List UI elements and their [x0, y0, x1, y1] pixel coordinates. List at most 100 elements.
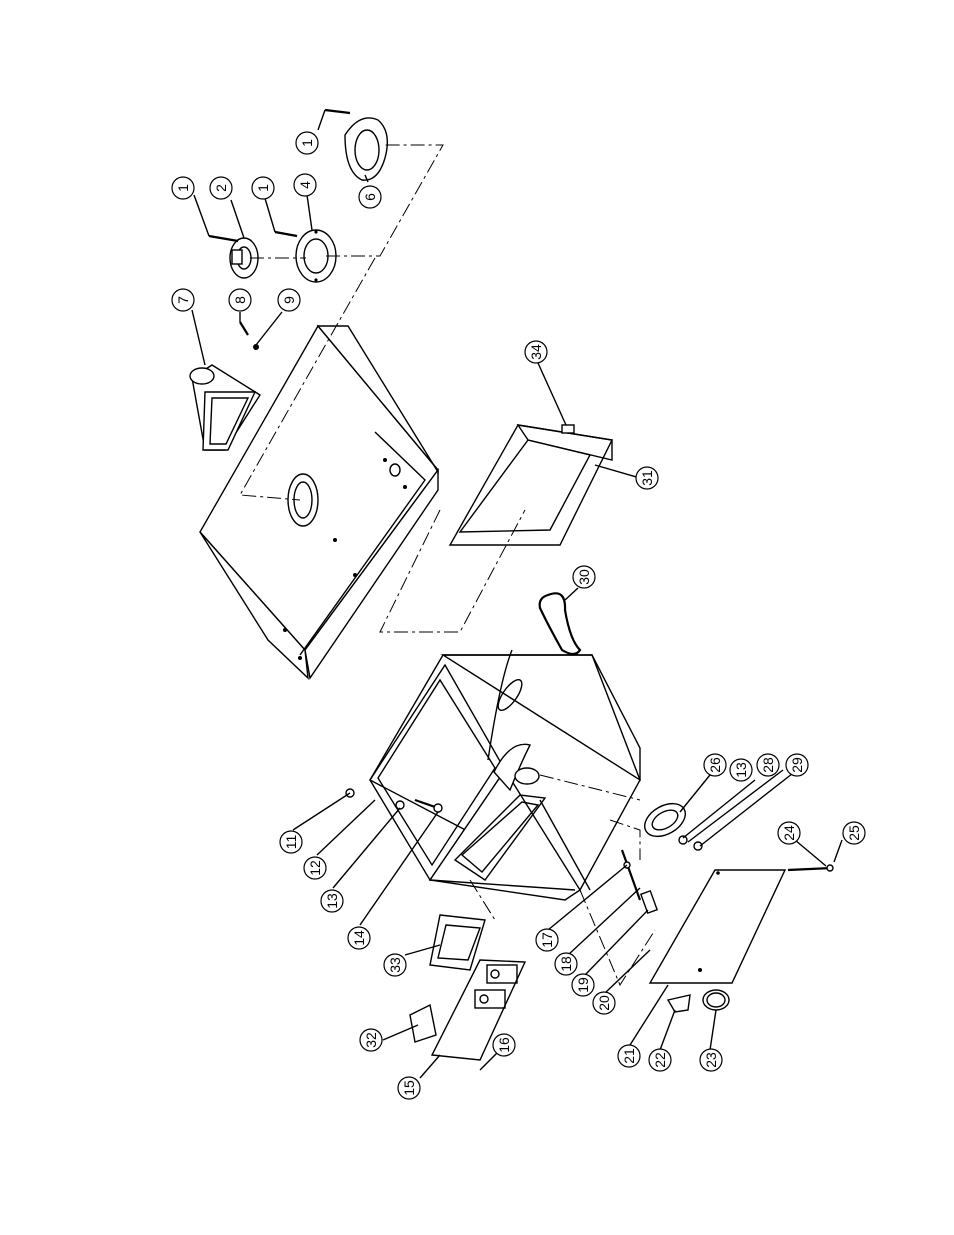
callout-circle	[617, 1044, 641, 1068]
callout-c15: 15	[397, 1076, 421, 1100]
callout-c1c: 1	[295, 131, 319, 155]
callout-label: 32	[363, 1032, 379, 1048]
callout-c9: 9	[277, 288, 301, 312]
callout-label: 22	[652, 1052, 668, 1068]
callout-circle	[383, 953, 407, 977]
cabinet-body	[369, 649, 641, 901]
callout-label: 34	[528, 344, 544, 360]
callout-circle	[293, 173, 317, 197]
callout-c21: 21	[617, 1044, 641, 1068]
callout-label: 24	[781, 825, 797, 841]
callout-label: 1	[175, 184, 191, 192]
large-flange	[295, 229, 337, 283]
callout-circle	[295, 131, 319, 155]
switch-panel	[430, 959, 527, 1061]
callout-circle	[279, 830, 303, 854]
callout-label: 28	[760, 757, 776, 773]
drive-belt	[538, 592, 582, 656]
callout-c13a: 13	[320, 889, 344, 913]
callout-circle	[347, 926, 371, 950]
callout-label: 19	[575, 977, 591, 993]
callout-label: 23	[703, 1052, 719, 1068]
left-fasteners	[345, 788, 443, 813]
callout-c29: 29	[785, 753, 809, 777]
callout-circle	[171, 288, 195, 312]
round-port-plate	[344, 117, 388, 181]
callout-c2: 2	[209, 176, 233, 200]
callout-label: 6	[362, 193, 378, 201]
callout-circle	[729, 758, 753, 782]
callout-label: 26	[707, 757, 723, 773]
callout-circle	[756, 753, 780, 777]
motor-pulley	[644, 802, 703, 851]
callout-c31: 31	[635, 466, 659, 490]
callout-label: 13	[733, 762, 749, 778]
callout-label: 16	[496, 1037, 512, 1053]
callout-circle	[228, 288, 252, 312]
callout-circle	[397, 1076, 421, 1100]
callout-circle	[572, 565, 596, 589]
callout-circle	[359, 1028, 383, 1052]
callout-label: 8	[232, 296, 248, 304]
callout-label: 4	[297, 181, 313, 189]
callout-circle	[842, 821, 866, 845]
callout-circle	[251, 176, 275, 200]
top-cover-panel	[199, 324, 439, 680]
callout-c26: 26	[703, 753, 727, 777]
callout-c11: 11	[279, 830, 303, 854]
callout-c30: 30	[572, 565, 596, 589]
callout-circle	[358, 185, 382, 209]
callout-circle	[524, 340, 548, 364]
callout-label: 7	[175, 296, 191, 304]
callout-circle	[699, 1048, 723, 1072]
callout-c7: 7	[171, 288, 195, 312]
callout-circle	[635, 466, 659, 490]
callout-c23: 23	[699, 1048, 723, 1072]
callout-c8: 8	[228, 288, 252, 312]
callout-circle	[703, 753, 727, 777]
callout-label: 14	[351, 930, 367, 946]
callout-c13b: 13	[729, 758, 753, 782]
callout-c22: 22	[648, 1048, 672, 1072]
callout-c17: 17	[535, 928, 559, 952]
callout-circle	[592, 991, 616, 1015]
callout-circle	[777, 821, 801, 845]
dust-hood	[189, 364, 261, 451]
callout-c34: 34	[524, 340, 548, 364]
callout-label: 33	[387, 957, 403, 973]
callout-c14: 14	[347, 926, 371, 950]
callout-label: 31	[639, 470, 655, 486]
callout-label: 20	[596, 995, 612, 1011]
callout-c18: 18	[554, 952, 578, 976]
callout-c16: 16	[492, 1033, 516, 1057]
screws	[208, 108, 351, 350]
callout-circle	[785, 753, 809, 777]
callout-circle	[492, 1033, 516, 1057]
callout-label: 1	[255, 184, 271, 192]
callout-circle	[171, 176, 195, 200]
callout-c1b: 1	[251, 176, 275, 200]
callout-circle	[277, 288, 301, 312]
callout-c20: 20	[592, 991, 616, 1015]
callout-label: 30	[576, 569, 592, 585]
hinge-pin	[787, 864, 834, 872]
callout-c12: 12	[303, 856, 327, 880]
assembly-lines	[239, 144, 656, 987]
control-box	[429, 914, 486, 971]
callout-label: 17	[539, 932, 555, 948]
callout-label: 25	[846, 825, 862, 841]
callout-label: 18	[558, 956, 574, 972]
switch-bracket	[409, 1003, 437, 1043]
callout-label: 29	[789, 757, 805, 773]
callout-c24: 24	[777, 821, 801, 845]
callout-c4: 4	[293, 173, 317, 197]
callout-circle	[209, 176, 233, 200]
callout-label: 15	[401, 1080, 417, 1096]
callout-label: 11	[283, 835, 299, 850]
callout-circle	[554, 952, 578, 976]
callout-c1a: 1	[171, 176, 195, 200]
access-door	[648, 869, 787, 1013]
callout-c33: 33	[383, 953, 407, 977]
